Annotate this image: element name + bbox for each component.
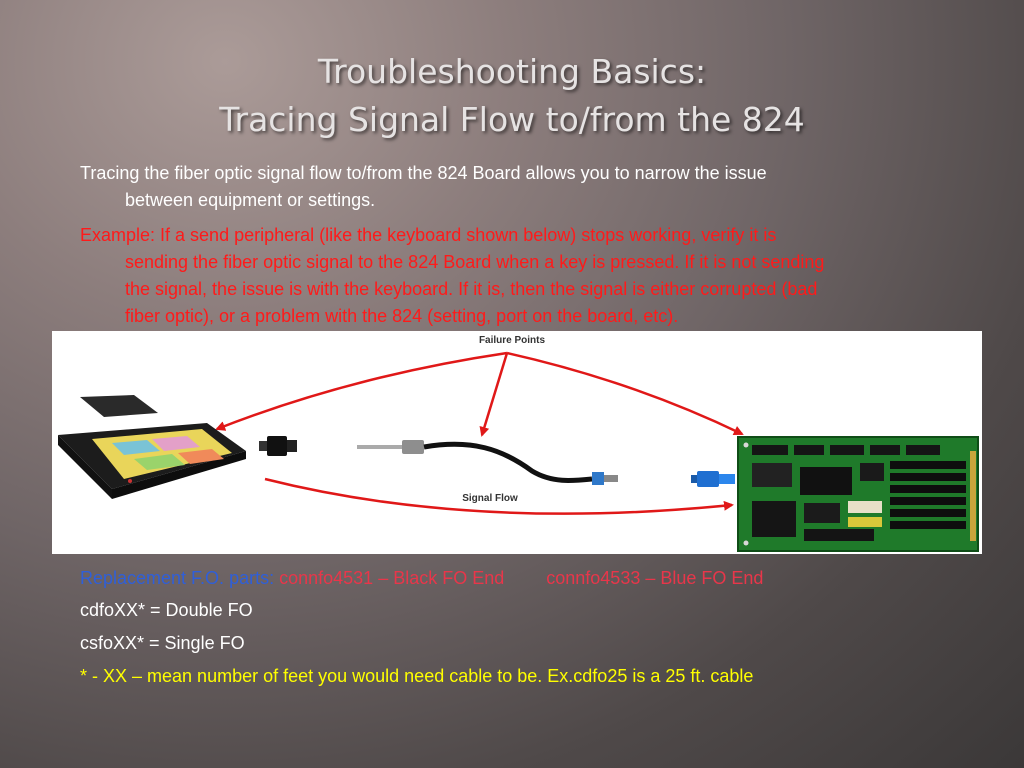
failure-points-label: Failure Points bbox=[479, 335, 546, 346]
failure-arrow-middle bbox=[479, 352, 509, 437]
blue-connector bbox=[691, 471, 735, 487]
signal-flow-label: Signal Flow bbox=[462, 493, 518, 504]
intro-paragraph: Tracing the fiber optic signal flow to/f… bbox=[80, 160, 1010, 214]
example-paragraph: Example: If a send peripheral (like the … bbox=[80, 222, 1010, 330]
intro-line-2: between equipment or settings. bbox=[125, 190, 376, 210]
keyboard-device bbox=[58, 395, 246, 499]
signal-flow-diagram: Failure Points Signal Flow bbox=[52, 331, 982, 554]
824-board bbox=[737, 436, 979, 552]
example-line-3: the signal, the issue is with the keyboa… bbox=[125, 279, 818, 299]
footnote-line: * - XX – mean number of feet you would n… bbox=[80, 666, 754, 686]
signal-flow-arrow bbox=[264, 477, 734, 515]
failure-arrow-right bbox=[506, 351, 744, 436]
double-fo-line: cdfoXX* = Double FO bbox=[80, 600, 253, 620]
diagram-canvas: Failure Points Signal Flow bbox=[58, 335, 979, 552]
part-black-fo-end: connfo4531 – Black FO End bbox=[279, 568, 505, 588]
replacement-parts-label: Replacement F.O. parts: bbox=[80, 568, 275, 588]
example-line-1: Example: If a send peripheral (like the … bbox=[80, 225, 777, 245]
part-blue-fo-end: connfo4533 – Blue FO End bbox=[546, 568, 764, 588]
single-fo-line: csfoXX* = Single FO bbox=[80, 633, 245, 653]
example-line-4: fiber optic), or a problem with the 824 … bbox=[125, 306, 679, 326]
black-connector bbox=[259, 436, 297, 456]
intro-line-1: Tracing the fiber optic signal flow to/f… bbox=[80, 163, 767, 183]
slide-title: Troubleshooting Basics: Tracing Signal F… bbox=[0, 48, 1024, 144]
example-line-2: sending the fiber optic signal to the 82… bbox=[125, 252, 825, 272]
title-line-2: Tracing Signal Flow to/from the 824 bbox=[219, 100, 805, 139]
fiber-optic-cable bbox=[357, 440, 618, 485]
failure-arrow-left bbox=[215, 351, 508, 431]
replacement-parts-line: Replacement F.O. parts: connfo4531 – Bla… bbox=[80, 565, 763, 591]
title-line-1: Troubleshooting Basics: bbox=[317, 52, 707, 91]
